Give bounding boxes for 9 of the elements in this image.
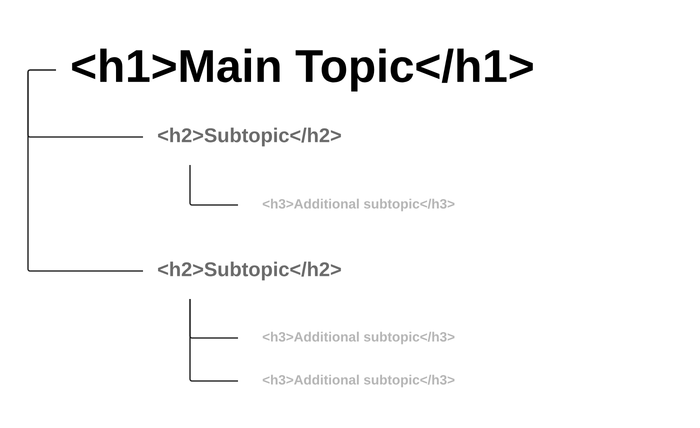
heading-text: <h1>Main Topic</h1> [72, 48, 533, 92]
minor-heading-text: <h3>Additional subtopic</h3> [262, 374, 454, 388]
minor-heading-text: <h3>Additional subtopic</h3> [262, 332, 454, 344]
minor-heading-text: <h3>Additional subtopic</h3> [262, 198, 454, 212]
connector-line [189, 165, 238, 206]
subheading-text: <h2>Subtopic</h2> [158, 262, 341, 280]
connector-line [189, 299, 238, 382]
subheading-text: <h2>Subtopic</h2> [158, 128, 341, 146]
connector-line [27, 69, 143, 272]
